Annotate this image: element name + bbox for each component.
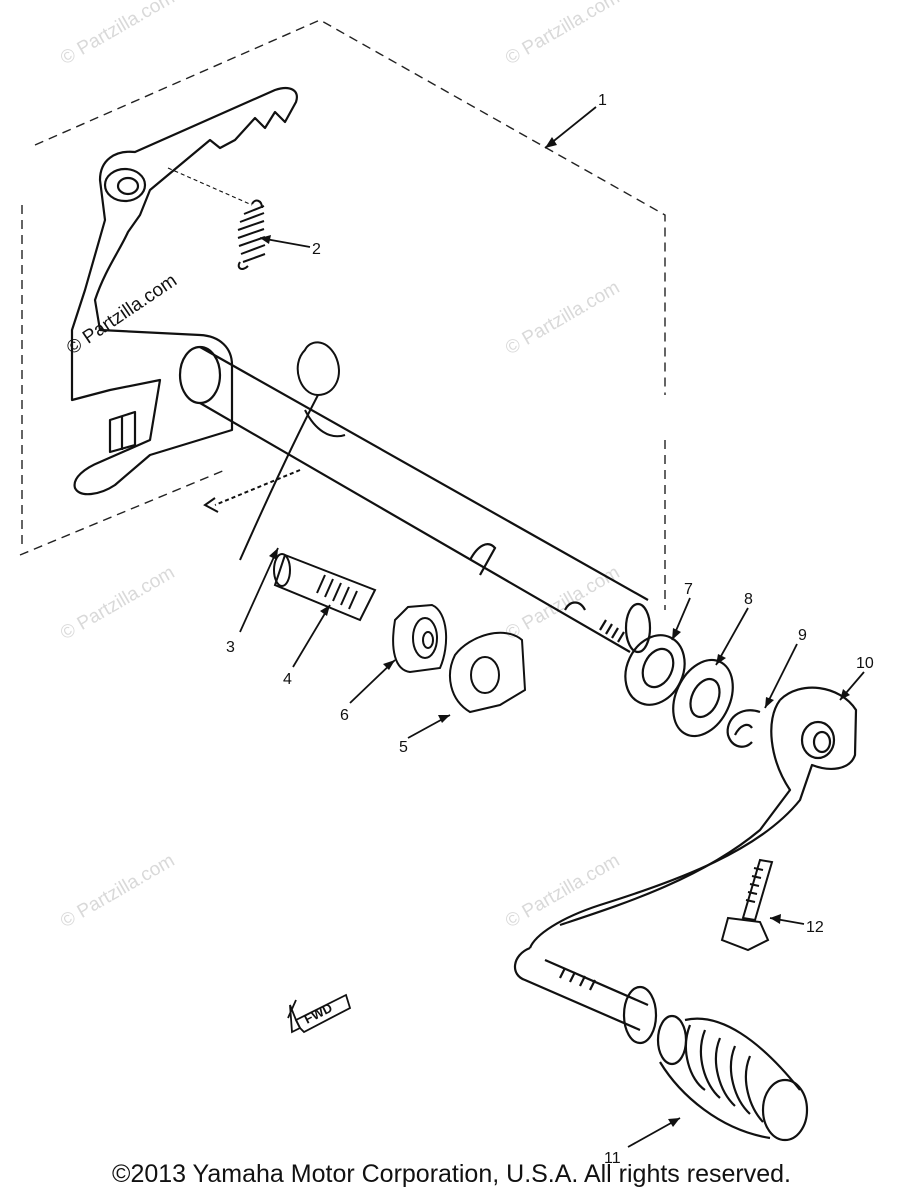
callout-12: 12 bbox=[806, 919, 824, 936]
spring-part-2 bbox=[167, 167, 266, 270]
copyright-notice: ©2013 Yamaha Motor Corporation, U.S.A. A… bbox=[112, 1160, 791, 1188]
pedal-arm-part-10 bbox=[514, 686, 858, 1045]
torsion-spring-part-3 bbox=[203, 341, 346, 561]
callout-10: 10 bbox=[856, 655, 874, 672]
watermark: © Partzilla.com bbox=[57, 562, 178, 644]
callout-3: 3 bbox=[226, 639, 235, 656]
assembly-outline bbox=[19, 19, 666, 610]
callout-9: 9 bbox=[798, 627, 807, 644]
callout-2: 2 bbox=[312, 241, 321, 258]
watermark: © Partzilla.com bbox=[502, 0, 623, 69]
watermark: © Partzilla.com bbox=[502, 562, 623, 644]
shift-arm-plate bbox=[70, 86, 298, 496]
watermark-layer: © Partzilla.com © Partzilla.com © Partzi… bbox=[57, 0, 623, 932]
pin-part-4 bbox=[273, 553, 377, 622]
watermark-dark: © Partzilla.com bbox=[63, 270, 181, 359]
watermark: © Partzilla.com bbox=[57, 0, 178, 69]
callout-4: 4 bbox=[283, 671, 292, 688]
watermark: © Partzilla.com bbox=[502, 277, 623, 359]
callout-5: 5 bbox=[399, 739, 408, 756]
collar-part-6 bbox=[392, 603, 448, 674]
bolt-part-12 bbox=[720, 858, 774, 952]
callout-1: 1 bbox=[598, 92, 607, 109]
callout-11: 11 bbox=[604, 1150, 621, 1167]
plate-part-5 bbox=[449, 631, 527, 714]
callout-6: 6 bbox=[340, 707, 349, 724]
footrest-rubber-part-11 bbox=[656, 1014, 809, 1142]
callout-labels: 1 2 3 4 5 6 7 8 9 10 11 12 bbox=[226, 92, 874, 1167]
callout-7: 7 bbox=[684, 581, 693, 598]
leader-arrowheads bbox=[260, 137, 850, 1127]
fwd-label: FWD bbox=[302, 1000, 335, 1027]
fwd-arrow: FWD bbox=[287, 993, 352, 1034]
watermark: © Partzilla.com bbox=[57, 850, 178, 932]
circlip-part-9 bbox=[726, 709, 761, 748]
callout-8: 8 bbox=[744, 591, 753, 608]
shift-shaft-part-1 bbox=[178, 345, 652, 654]
